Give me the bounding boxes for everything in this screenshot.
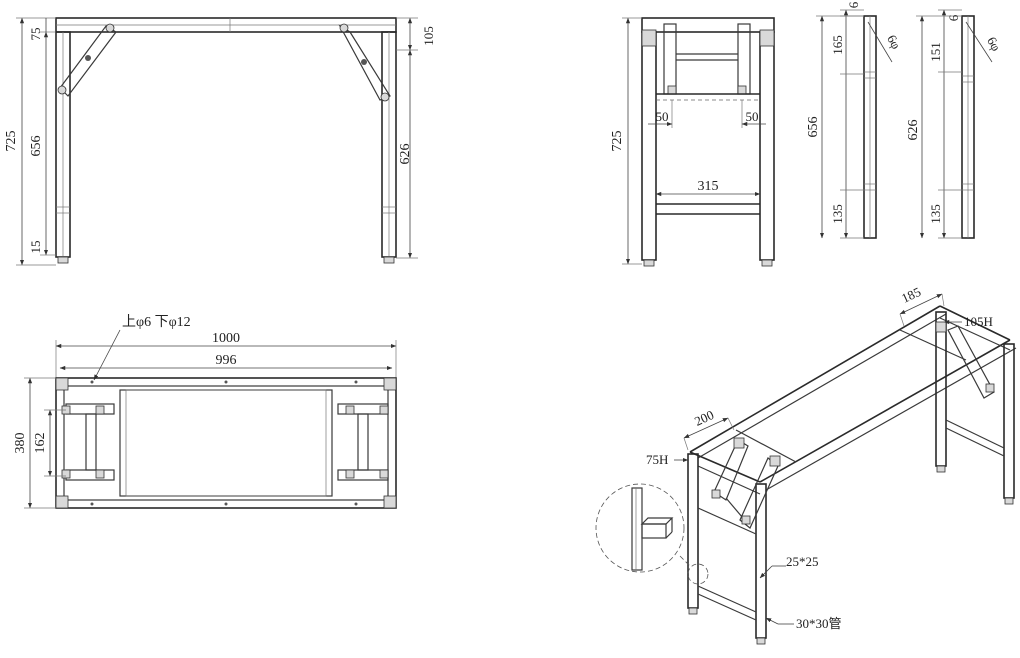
front-dim-leg-height: 656 — [29, 136, 44, 157]
iso-label-left-height: 75H — [646, 452, 668, 467]
leg-a-dim-top: 6 — [846, 1, 861, 8]
front-dim-right-top: 105 — [421, 26, 436, 46]
detail-source-circle — [687, 563, 709, 585]
leg-b-dim-lower: 135 — [928, 204, 943, 224]
front-dim-right-leg: 626 — [398, 144, 413, 165]
leg-b-dim-top: 6 — [946, 14, 961, 21]
iso-dim-top-width: 185 — [899, 284, 923, 306]
side-top-beam — [641, 17, 775, 33]
top-inner-opening — [119, 389, 333, 497]
top-outer-frame — [55, 377, 397, 509]
side-dim-width: 315 — [698, 179, 719, 194]
detail-callout-circle — [595, 483, 685, 573]
leg-a-hole: 6φ — [884, 32, 904, 51]
leg-a-dim-upper: 165 — [830, 35, 845, 55]
iso-label-right-height: 105H — [964, 314, 993, 329]
side-view: 725 50 50 315 — [610, 17, 775, 267]
iso-view: 185 105H 200 75H 25*25 30*30管 — [595, 284, 1017, 645]
leg-a-dim-length: 656 — [806, 117, 821, 138]
side-left-leg — [641, 31, 657, 261]
front-dim-total-height: 725 — [4, 131, 19, 152]
iso-leg-right-front — [1003, 343, 1015, 499]
front-right-foot — [383, 256, 395, 264]
iso-dim-front-width: 200 — [692, 407, 716, 429]
iso-label-tube-large: 30*30管 — [796, 616, 842, 631]
leg-b-dim-upper: 151 — [928, 42, 943, 62]
leg-b-hole: 6φ — [984, 34, 1004, 53]
top-hole-note: 上φ6 下φ12 — [122, 314, 191, 330]
front-left-brace — [59, 25, 117, 97]
top-view: 上φ6 下φ12 1000 996 — [13, 314, 397, 509]
iso-label-tube-small: 25*25 — [786, 554, 819, 569]
front-left-foot — [57, 256, 69, 264]
iso-rail-front — [759, 339, 1011, 483]
top-dim-outer-length: 1000 — [212, 331, 240, 346]
top-dim-inner-width: 162 — [33, 433, 48, 454]
side-right-leg — [759, 31, 775, 261]
side-dim-height: 725 — [610, 131, 625, 152]
front-dim-top-offset: 75 — [28, 28, 43, 41]
iso-leg-left-back — [687, 453, 699, 609]
front-view: 725 656 75 15 105 626 — [4, 17, 436, 266]
side-dim-right-inset: 50 — [746, 109, 759, 124]
top-dim-width: 380 — [13, 433, 28, 454]
leg-b-dim-length: 626 — [906, 120, 921, 141]
leg-detail-a: 6 165 656 135 6φ — [806, 1, 904, 239]
side-dim-left-inset: 50 — [656, 109, 669, 124]
front-dim-bottom: 15 — [28, 241, 43, 254]
iso-rail-back — [689, 305, 941, 453]
top-dim-inner-length: 996 — [216, 353, 237, 368]
leg-detail-b: 6 151 626 135 6φ — [906, 9, 1004, 239]
leg-a-dim-lower: 135 — [830, 204, 845, 224]
iso-leg-left-front — [755, 483, 767, 639]
